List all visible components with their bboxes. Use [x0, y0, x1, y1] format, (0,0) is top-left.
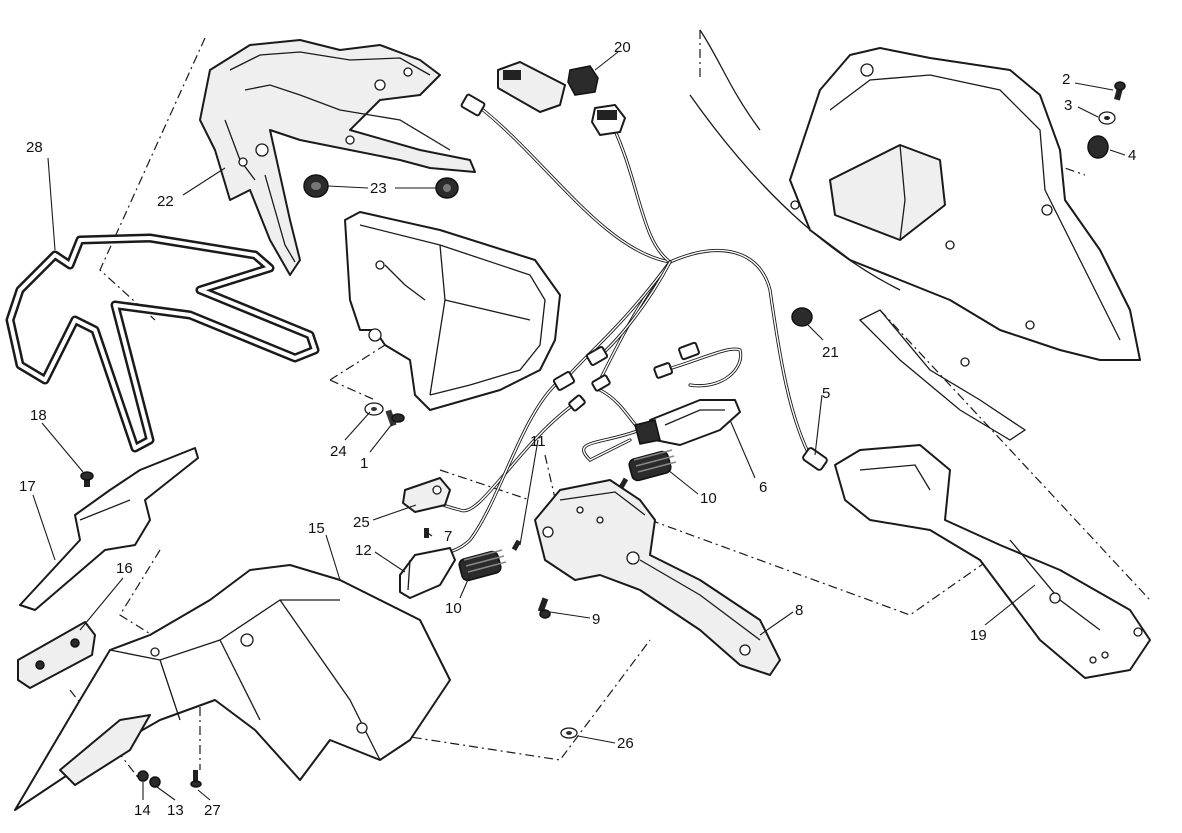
- callout-23: 23: [370, 180, 387, 197]
- callout-3: 3: [1064, 97, 1072, 114]
- battery-tray-part: [344, 211, 561, 411]
- callout-11: 11: [530, 433, 546, 450]
- callout-13: 13: [167, 802, 184, 819]
- callout-1: 1: [360, 455, 368, 472]
- callout-7: 7: [444, 528, 452, 545]
- leader-lines: [32, 51, 1126, 801]
- callout-26: 26: [617, 735, 634, 752]
- connector-module-part: [497, 61, 626, 136]
- callout-4: 4: [1128, 147, 1136, 164]
- callout-9: 9: [592, 611, 600, 628]
- grommet-part: [303, 174, 459, 199]
- callout-15: 15: [308, 520, 325, 537]
- assembly-lines: [69, 30, 1151, 781]
- callout-25: 25: [353, 514, 370, 531]
- callout-12: 12: [355, 542, 372, 559]
- callout-10b: 10: [445, 600, 462, 617]
- rear-body-panel-part: [689, 29, 1141, 441]
- screw-part: [385, 409, 405, 427]
- callout-18: 18: [30, 407, 47, 424]
- gasket-part: [5, 233, 320, 453]
- reflector-bracket-part: [19, 447, 199, 611]
- callout-17: 17: [19, 478, 36, 495]
- washer-part: [364, 402, 384, 416]
- turn-indicator-part: [399, 547, 456, 599]
- callout-27: 27: [204, 802, 221, 819]
- small-bracket-part: [402, 477, 451, 513]
- tail-light-part: [634, 399, 741, 446]
- callout-8: 8: [795, 602, 803, 619]
- callout-10a: 10: [700, 490, 717, 507]
- callout-28: 28: [26, 139, 43, 156]
- plate-light-part: [17, 621, 96, 689]
- callout-21: 21: [822, 344, 839, 361]
- callout-14: 14: [134, 802, 151, 819]
- fastener-set-part: [1087, 81, 1126, 159]
- callout-2: 2: [1062, 71, 1070, 88]
- seat-cowl-part: [834, 444, 1151, 679]
- callout-24: 24: [330, 443, 347, 460]
- rear-undertray-part: [14, 564, 451, 811]
- license-plate-bracket-part: [534, 479, 781, 676]
- rubber-grommet-part: [458, 449, 677, 582]
- subframe-bracket-part: [199, 39, 476, 276]
- callout-19: 19: [970, 627, 987, 644]
- callout-20: 20: [614, 39, 631, 56]
- callout-labels: 1 2 3 4 5 6 7 8 9 10 10 11 12 13 14 15 1…: [19, 39, 1136, 819]
- callout-22: 22: [157, 193, 174, 210]
- callout-6: 6: [759, 479, 767, 496]
- callout-5: 5: [822, 385, 830, 402]
- callout-16: 16: [116, 560, 133, 577]
